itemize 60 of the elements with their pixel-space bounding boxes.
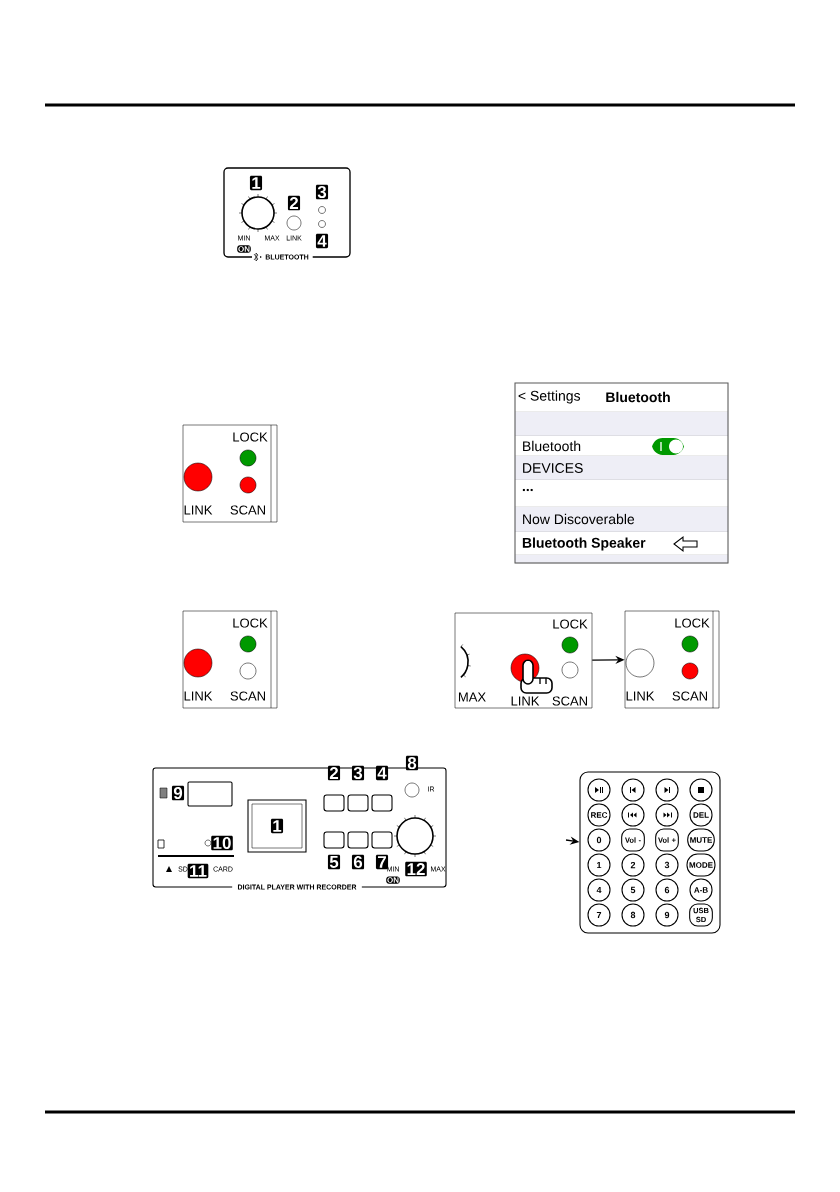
remote-button: 3 (655, 853, 679, 877)
light-label: LINK (184, 691, 213, 701)
callout-number: 1 (249, 175, 263, 191)
callout-number: 6 (351, 854, 365, 870)
remote-button: 0 (587, 828, 611, 852)
callout-number: 5 (327, 854, 341, 870)
remote-button: MODE (686, 853, 716, 877)
remote-button: REC (587, 803, 611, 827)
callout-number: 4 (315, 233, 329, 249)
remote-button: 8 (621, 903, 645, 927)
light-label: LOCK (553, 619, 588, 629)
menu-row-text: ... (522, 488, 533, 492)
menu-row-text: Bluetooth Speaker (522, 537, 646, 551)
callout-number: 9 (171, 785, 185, 801)
callout-number: 11 (187, 863, 209, 879)
remote-button: 7 (587, 903, 611, 927)
callout-number: 2 (327, 765, 341, 781)
led-panel (182, 424, 278, 523)
callout-number: 2 (287, 195, 301, 211)
settings-screen (514, 382, 729, 564)
light-label: MAX (459, 692, 486, 702)
remote-button: MUTE (687, 828, 715, 852)
remote-button: 6 (655, 878, 679, 902)
light-label: LINK (626, 691, 655, 701)
light-label: LOCK (233, 432, 268, 442)
callout-number: 3 (315, 184, 329, 200)
led-panel (624, 610, 720, 709)
light-label: SCAN (672, 691, 707, 701)
remote-button: 2 (621, 853, 645, 877)
led-panel (454, 612, 593, 709)
screen-title: Bluetooth (606, 391, 670, 403)
callout-number: 8 (405, 755, 419, 771)
remote-button: 5 (621, 878, 645, 902)
callout-number: 4 (375, 765, 389, 781)
callout-number: 1 (270, 818, 284, 834)
remote-button: 4 (587, 878, 611, 902)
light-label: LOCK (675, 618, 710, 628)
light-label: LINK (184, 505, 213, 515)
control-panel (152, 755, 447, 891)
light-label: LOCK (233, 618, 268, 628)
callout-number: 12 (405, 861, 427, 877)
callout-number: 3 (351, 765, 365, 781)
callout-number: 10 (211, 835, 233, 851)
menu-row-text: < Settings (518, 390, 581, 404)
remote-button: DEL (689, 803, 713, 827)
remote-button: A-B (689, 878, 713, 902)
light-label: SCAN (230, 505, 265, 515)
on-label: ON (386, 876, 400, 884)
remote-control (579, 771, 721, 934)
light-label: LINK (511, 696, 540, 706)
remote-button: 1 (587, 853, 611, 877)
remote-button: 9 (655, 903, 679, 927)
control-panel (223, 167, 351, 262)
light-label: SCAN (552, 696, 587, 706)
led-panel (182, 610, 278, 709)
menu-row-text: Bluetooth (523, 440, 581, 452)
light-label: SCAN (230, 691, 265, 701)
menu-row-text: DEVICES (523, 463, 583, 473)
on-label: ON (237, 245, 251, 253)
menu-row-text: Now Discoverable (523, 513, 635, 525)
